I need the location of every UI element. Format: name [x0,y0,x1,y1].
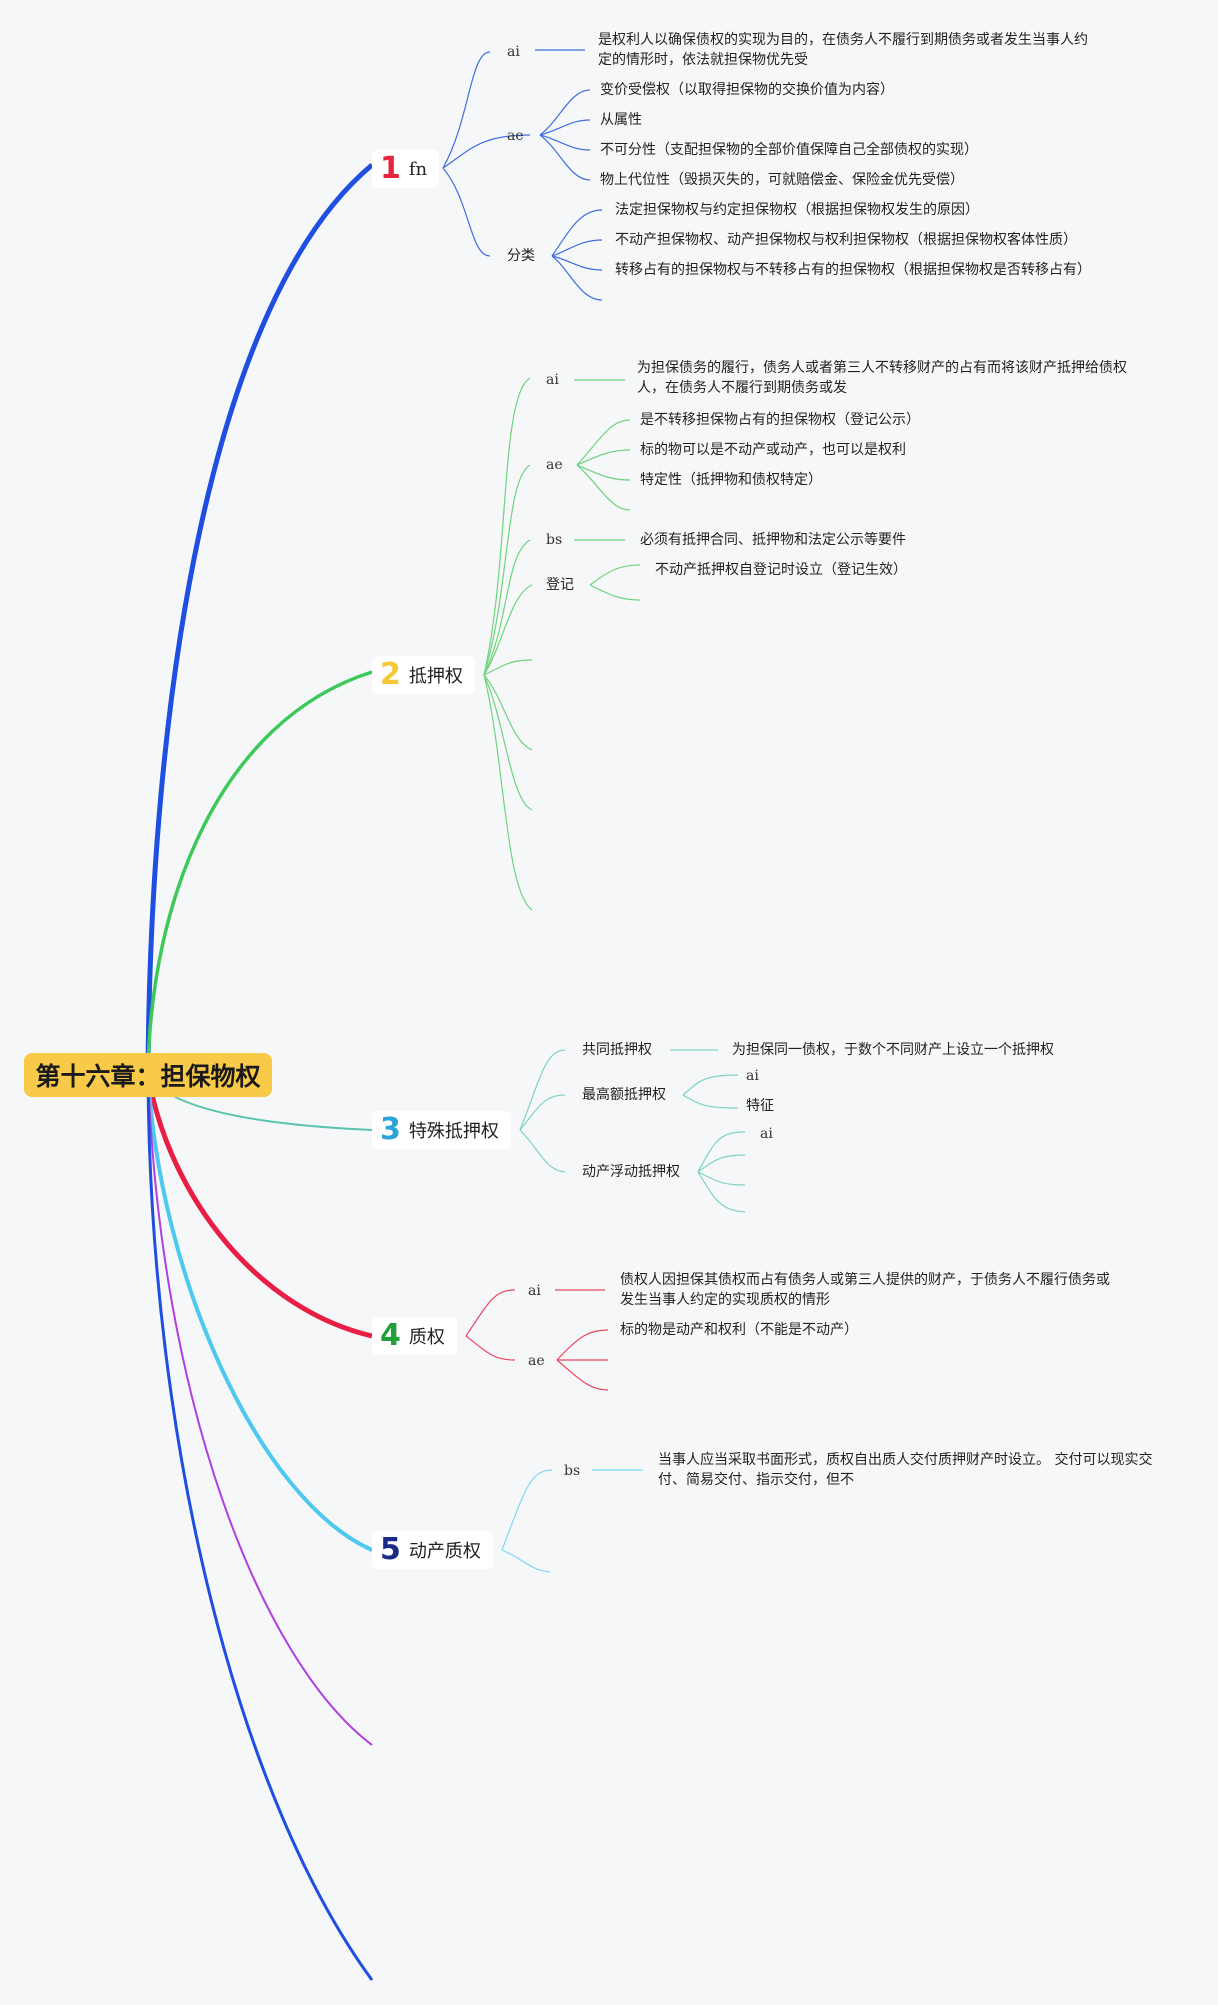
branch-2-number: 2 [380,657,401,692]
b2-ae-item-2[interactable]: 标的物可以是不动产或动产，也可以是权利 [640,442,906,458]
branch-4-number: 4 [380,1318,401,1353]
branch-4-label: 质权 [408,1327,445,1348]
b1-ae-item-1[interactable]: 变价受偿权（以取得担保物的交换价值为内容） [600,82,894,98]
branch-1-label: fn [408,158,428,180]
b2-ai-node[interactable]: ai [546,372,559,388]
b2-ai-text[interactable]: 为担保债务的履行，债务人或者第三人不转移财产的占有而将该财产抵押给债权人，在债务… [637,360,1127,396]
b2-dengji-text[interactable]: 不动产抵押权自登记时设立（登记生效） [655,562,907,578]
trunk-1 [145,163,374,1076]
branch-3-number: 3 [380,1112,401,1147]
trunk-7 [146,1074,374,1981]
b2-bs-text[interactable]: 必须有抵押合同、抵押物和法定公示等要件 [640,532,906,548]
branch-1-number: 1 [380,151,401,186]
branch-5-topic[interactable]: 5 动产质权 [372,1531,493,1569]
b3-zuigao-ai[interactable]: ai [746,1068,759,1084]
branch-2-topic[interactable]: 2 抵押权 [372,656,475,694]
b3-dongchan-node[interactable]: 动产浮动抵押权 [582,1164,680,1180]
branch-3-topic[interactable]: 3 特殊抵押权 [372,1111,511,1149]
b2-dengji-node[interactable]: 登记 [546,577,574,593]
b1-fenlei-item-1[interactable]: 法定担保物权与约定担保物权（根据担保物权发生的原因） [615,202,979,218]
b1-ae-item-2[interactable]: 从属性 [600,112,642,128]
branch-1-topic[interactable]: 1 fn [372,150,440,188]
b3-dongchan-ai[interactable]: ai [760,1126,773,1142]
b2-bs-node[interactable]: bs [546,532,563,548]
b2-ae-item-3[interactable]: 特定性（抵押物和债权特定） [640,472,822,488]
b4-ai-text[interactable]: 债权人因担保其债权而占有债务人或第三人提供的财产，于债务人不履行债务或发生当事人… [620,1272,1110,1308]
branch-4-topic[interactable]: 4 质权 [372,1317,457,1355]
trunk-5 [146,1074,373,1552]
branch-2-label: 抵押权 [408,666,463,687]
b4-ae-node[interactable]: ae [528,1353,545,1369]
b1-ae-node[interactable]: ae [507,128,524,144]
b2-ae-node[interactable]: ae [546,457,563,473]
b4-ae-text[interactable]: 标的物是动产和权利（不能是不动产） [620,1322,858,1338]
b1-ae-item-4[interactable]: 物上代位性（毁损灭失的，可就赔偿金、保险金优先受偿） [600,172,964,188]
b4-ai-node[interactable]: ai [528,1283,541,1299]
branch-5-label: 动产质权 [408,1541,481,1562]
b1-ai-text[interactable]: 是权利人以确保债权的实现为目的，在债务人不履行到期债务或者发生当事人约定的情形时… [598,32,1088,68]
b3-zuigao-tezheng[interactable]: 特征 [746,1098,774,1114]
b1-fenlei-item-3[interactable]: 转移占有的担保物权与不转移占有的担保物权（根据担保物权是否转移占有） [615,262,1091,278]
b3-gongtong-node[interactable]: 共同抵押权 [582,1042,652,1058]
b3-gongtong-text[interactable]: 为担保同一债权，于数个不同财产上设立一个抵押权 [732,1042,1054,1058]
b1-ae-item-3[interactable]: 不可分性（支配担保物的全部价值保障自己全部债权的实现） [600,142,978,158]
b2-ae-item-1[interactable]: 是不转移担保物占有的担保物权（登记公示） [640,412,920,428]
b5-bs-text[interactable]: 当事人应当采取书面形式，质权自出质人交付质押财产时设立。 交付可以现实交付、简易… [658,1452,1153,1488]
root-topic[interactable]: 第十六章：担保物权 [24,1053,272,1097]
b1-fenlei-item-2[interactable]: 不动产担保物权、动产担保物权与权利担保物权（根据担保物权客体性质） [615,232,1077,248]
trunk-6 [147,1074,373,1746]
b1-fenlei-node[interactable]: 分类 [507,248,535,264]
trunk-4 [145,1074,373,1339]
branch-3-label: 特殊抵押权 [408,1121,499,1142]
branch-5-number: 5 [380,1532,401,1567]
b5-bs-node[interactable]: bs [564,1463,581,1479]
b3-zuigao-node[interactable]: 最高额抵押权 [582,1087,666,1103]
b1-ai-node[interactable]: ai [507,44,520,60]
trunk-2 [146,670,373,1076]
